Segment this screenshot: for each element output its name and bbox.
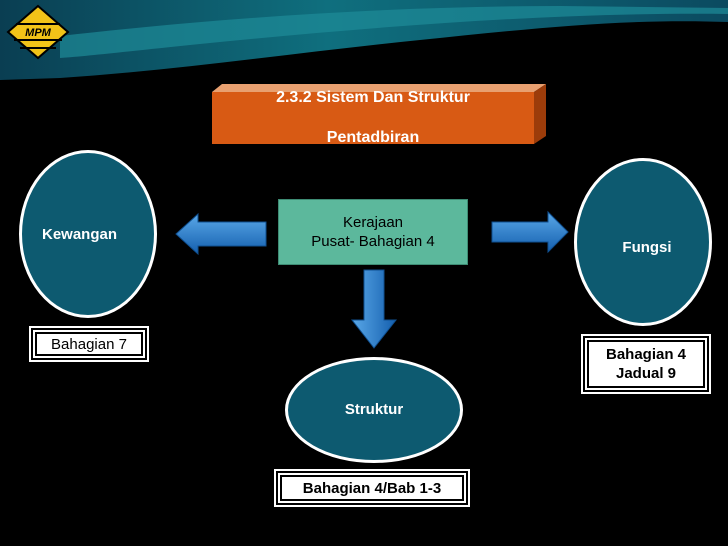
ref-fungsi-line-2: Jadual 9 [615, 365, 677, 382]
ref-fungsi: Bahagian 4 Jadual 9 [585, 338, 707, 390]
header-wave [0, 0, 728, 80]
title-line-2: Pentadbiran [326, 129, 420, 146]
title-line-1: 2.3.2 Sistem Dan Struktur [276, 89, 470, 106]
title-box: 2.3.2 Sistem Dan Struktur Pentadbiran [212, 89, 534, 146]
arrow-left [175, 212, 267, 256]
ref-fungsi-line-1: Bahagian 4 [605, 346, 687, 363]
center-node: Kerajaan Pusat- Bahagian 4 [278, 199, 468, 265]
node-struktur-label: Struktur [344, 400, 404, 418]
center-line-2: Pusat- Bahagian 4 [311, 233, 435, 250]
ref-kewangan-text: Bahagian 7 [51, 335, 127, 353]
ref-struktur-text: Bahagian 4/Bab 1-3 [302, 479, 442, 497]
title-box-top [212, 84, 546, 92]
mpm-logo: MPM [6, 4, 70, 60]
arrow-down [350, 269, 398, 349]
node-kewangan-label: Kewangan [42, 225, 118, 243]
center-line-1: Kerajaan [342, 214, 404, 231]
ref-struktur: Bahagian 4/Bab 1-3 [278, 473, 466, 503]
arrow-right [491, 210, 569, 254]
ref-kewangan: Bahagian 7 [33, 330, 145, 358]
svg-text:MPM: MPM [25, 27, 52, 39]
header-wave-highlight [60, 6, 728, 58]
title-box-side [534, 84, 546, 144]
node-fungsi: Fungsi [574, 158, 712, 326]
node-kewangan: Kewangan [19, 150, 157, 318]
node-fungsi-label: Fungsi [622, 238, 672, 256]
node-struktur: Struktur [285, 357, 463, 463]
